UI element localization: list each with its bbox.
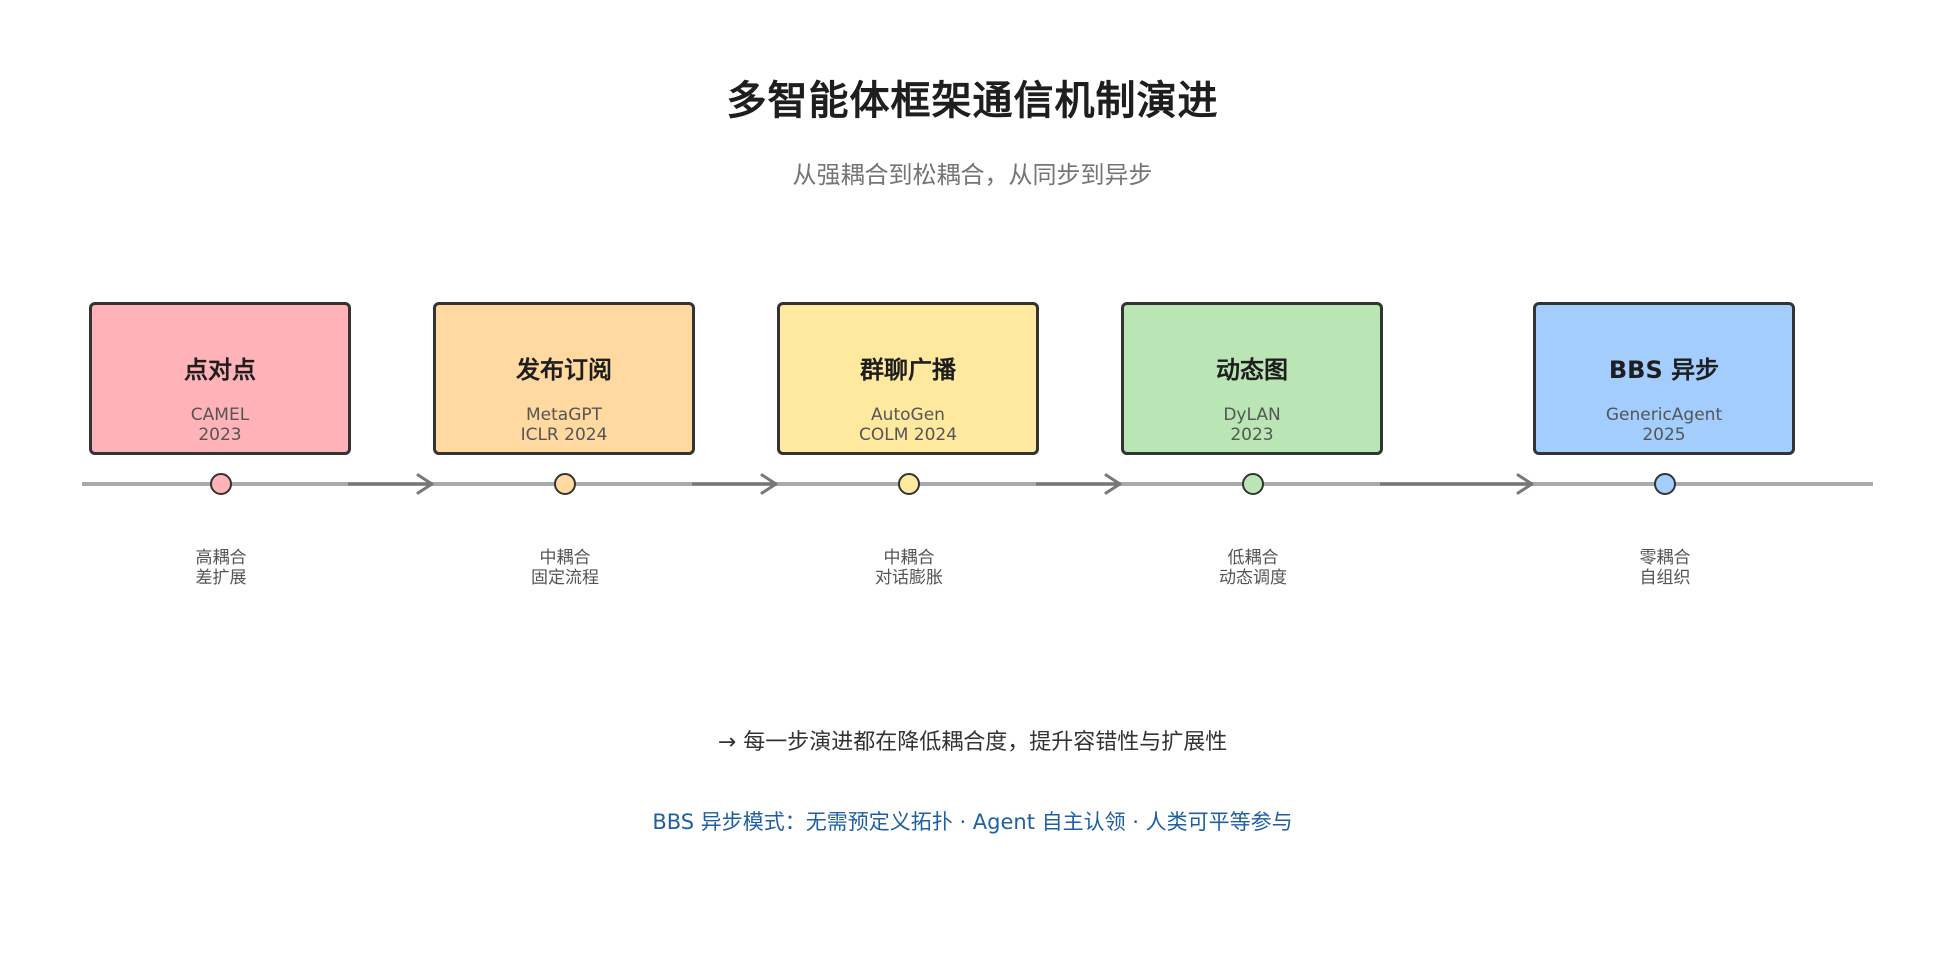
stage-venue: 2023 (1230, 425, 1274, 445)
stage-tradeoff: 差扩展 (195, 568, 247, 588)
arrow-icon (1036, 473, 1122, 495)
stage-note: 零耦合自组织 (1565, 548, 1765, 588)
stage-note: 中耦合对话膨胀 (809, 548, 1009, 588)
stage-coupling: 低耦合 (1227, 548, 1279, 568)
timeline-dots (210, 473, 1676, 495)
diagram-subtitle: 从强耦合到松耦合，从同步到异步 (792, 161, 1153, 189)
stage-framework: CAMEL (190, 405, 250, 425)
timeline-arrows (348, 473, 1534, 495)
stage-venue: ICLR 2024 (520, 425, 608, 445)
arrow-icon (692, 473, 778, 495)
stage-venue: 2025 (1642, 425, 1686, 445)
stage-title: 群聊广播 (860, 356, 956, 384)
timeline-dot (554, 473, 576, 495)
stage-coupling: 零耦合 (1639, 548, 1691, 568)
stage-framework: AutoGen (871, 405, 945, 425)
stage-coupling: 中耦合 (539, 548, 591, 568)
stage-tradeoff: 固定流程 (531, 568, 599, 588)
stage-framework: MetaGPT (525, 405, 603, 425)
timeline-dot (898, 473, 920, 495)
stage-tradeoff: 自组织 (1639, 568, 1691, 588)
stage-tradeoff: 动态调度 (1219, 568, 1287, 588)
stage-title: 发布订阅 (516, 356, 612, 384)
footer-text: BBS 异步模式：无需预定义拓扑 · Agent 自主认领 · 人类可平等参与 (652, 810, 1293, 834)
stage-framework: DyLAN (1223, 405, 1281, 425)
timeline-dot (1242, 473, 1264, 495)
arrow-icon (348, 473, 434, 495)
stage-venue: 2023 (198, 425, 242, 445)
stage-note: 中耦合固定流程 (465, 548, 665, 588)
stage-title: BBS 异步 (1608, 356, 1720, 384)
summary-text: → 每一步演进都在降低耦合度，提升容错性与扩展性 (717, 730, 1228, 755)
stage-framework: GenericAgent (1605, 405, 1723, 425)
stage-note: 高耦合差扩展 (121, 548, 321, 588)
stage-venue: COLM 2024 (858, 425, 958, 445)
stage-note: 低耦合动态调度 (1153, 548, 1353, 588)
stage-title: 动态图 (1216, 356, 1288, 384)
stage-title: 点对点 (184, 356, 256, 384)
stage-coupling: 高耦合 (195, 548, 247, 568)
diagram-title: 多智能体框架通信机制演进 (726, 78, 1219, 124)
timeline-dot (1654, 473, 1676, 495)
arrow-icon (1380, 473, 1534, 495)
timeline-dot (210, 473, 232, 495)
stage-coupling: 中耦合 (883, 548, 935, 568)
stage-tradeoff: 对话膨胀 (875, 568, 943, 588)
